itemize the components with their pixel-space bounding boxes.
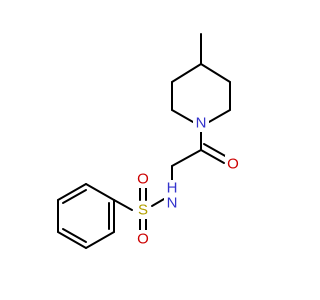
bond-benzene-inner-2: [62, 228, 87, 243]
atom-s-sulfonyl: S: [135, 201, 151, 219]
bond-carbonyl-ch2: [171, 149, 202, 167]
atom-label-o-sulfonyl-bottom: O: [137, 231, 149, 248]
bond-benzene-1: [85, 183, 115, 201]
bond-ring-6: [200, 63, 231, 83]
atom-label-h-sulfonamide: H: [167, 180, 178, 197]
atom-label-s: S: [138, 202, 148, 219]
bond-benzene-4: [57, 231, 87, 249]
structure-canvas: N O H N S O O: [57, 33, 241, 249]
atom-label-n-sulfonamide: N: [167, 195, 178, 212]
bond-nh-s: [151, 198, 165, 207]
bonds: [57, 33, 231, 249]
molecule-diagram: N O H N S O O: [57, 33, 241, 249]
bond-carbonyl-o-2: [203, 143, 228, 158]
atom-n-piperidine: N: [193, 114, 209, 132]
atom-label-n-piperidine: N: [196, 115, 207, 132]
bond-s-phenyl: [113, 199, 133, 211]
atom-label-o-sulfonyl-top: O: [137, 171, 149, 188]
bond-benzene-5: [85, 231, 115, 249]
bond-benzene-2: [57, 183, 87, 201]
atom-o-carbonyl: O: [225, 155, 241, 173]
bond-benzene-inner-1: [62, 189, 87, 204]
atom-o-sulfonyl-top: O: [135, 170, 151, 188]
atom-labels: N O H N S O O: [135, 114, 241, 248]
bond-carbonyl-o-1: [200, 149, 225, 164]
atom-label-o-carbonyl: O: [227, 156, 239, 173]
bond-ring-1: [171, 63, 202, 83]
bond-ring-4: [208, 109, 231, 123]
atom-o-sulfonyl-bottom: O: [135, 230, 151, 248]
atom-nh-sulfonamide: H N: [164, 180, 180, 212]
bond-ring-3: [171, 109, 194, 123]
